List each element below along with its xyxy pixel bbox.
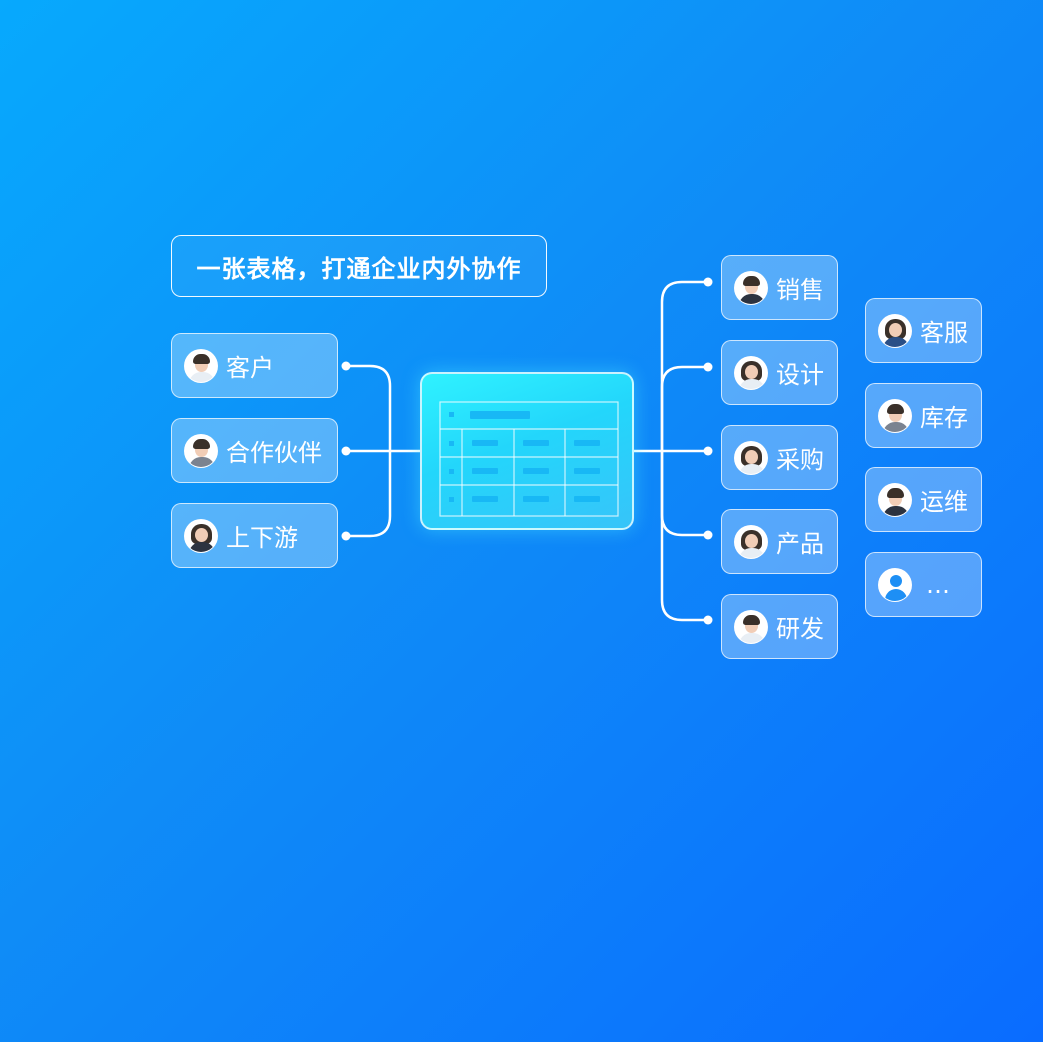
connector-dot [703,277,713,287]
node-label: 设计 [776,361,824,389]
connector-dot [341,361,351,371]
woman-avatar [184,518,218,553]
node-label: 合作伙伴 [226,439,322,467]
man-suit-avatar [184,433,218,468]
connector-rnd [660,449,710,622]
woman-avatar [734,524,768,559]
node-ops: 运维 [865,467,982,532]
connector-sales [660,280,710,453]
node-label: 产品 [776,530,824,558]
node-label: 客服 [920,319,968,347]
node-sales: 销售 [721,255,838,320]
node-customer-service: 客服 [865,298,982,363]
connector-updownstream [344,449,392,538]
man-avatar [878,482,912,517]
node-label: 研发 [776,615,824,643]
diagram-title: 一张表格，打通企业内外协作 [171,235,547,297]
node-updownstream: 上下游 [171,503,338,568]
node-product: 产品 [721,509,838,574]
node-rnd: 研发 [721,594,838,659]
man-suit-avatar [184,348,218,383]
node-inventory: 库存 [865,383,982,448]
node-label: … [926,570,950,599]
woman-avatar [734,440,768,475]
connector-dot [341,446,351,456]
connector-design [660,365,710,453]
node-label: 库存 [920,404,968,432]
man-avatar [734,609,768,644]
node-procurement: 采购 [721,425,838,490]
node-label: 销售 [776,276,824,304]
node-label: 运维 [920,488,968,516]
node-label: 采购 [776,446,824,474]
man-avatar [878,398,912,433]
central-spreadsheet [420,372,634,530]
connector-dot [703,362,713,372]
connector-product [660,449,710,537]
user-placeholder-icon [878,567,912,602]
node-design: 设计 [721,340,838,405]
spreadsheet-icon [439,401,619,517]
connector-customer [344,364,392,453]
connector-dot [703,615,713,625]
node-more: … [865,552,982,617]
connector-dot [341,531,351,541]
node-label: 客户 [226,354,274,382]
node-label: 上下游 [226,524,298,552]
woman-avatar [734,355,768,390]
connector-dot [703,530,713,540]
connector-dot [703,446,713,456]
node-customer: 客户 [171,333,338,398]
woman-avatar [878,313,912,348]
node-partner: 合作伙伴 [171,418,338,483]
man-suit-avatar [734,270,768,305]
